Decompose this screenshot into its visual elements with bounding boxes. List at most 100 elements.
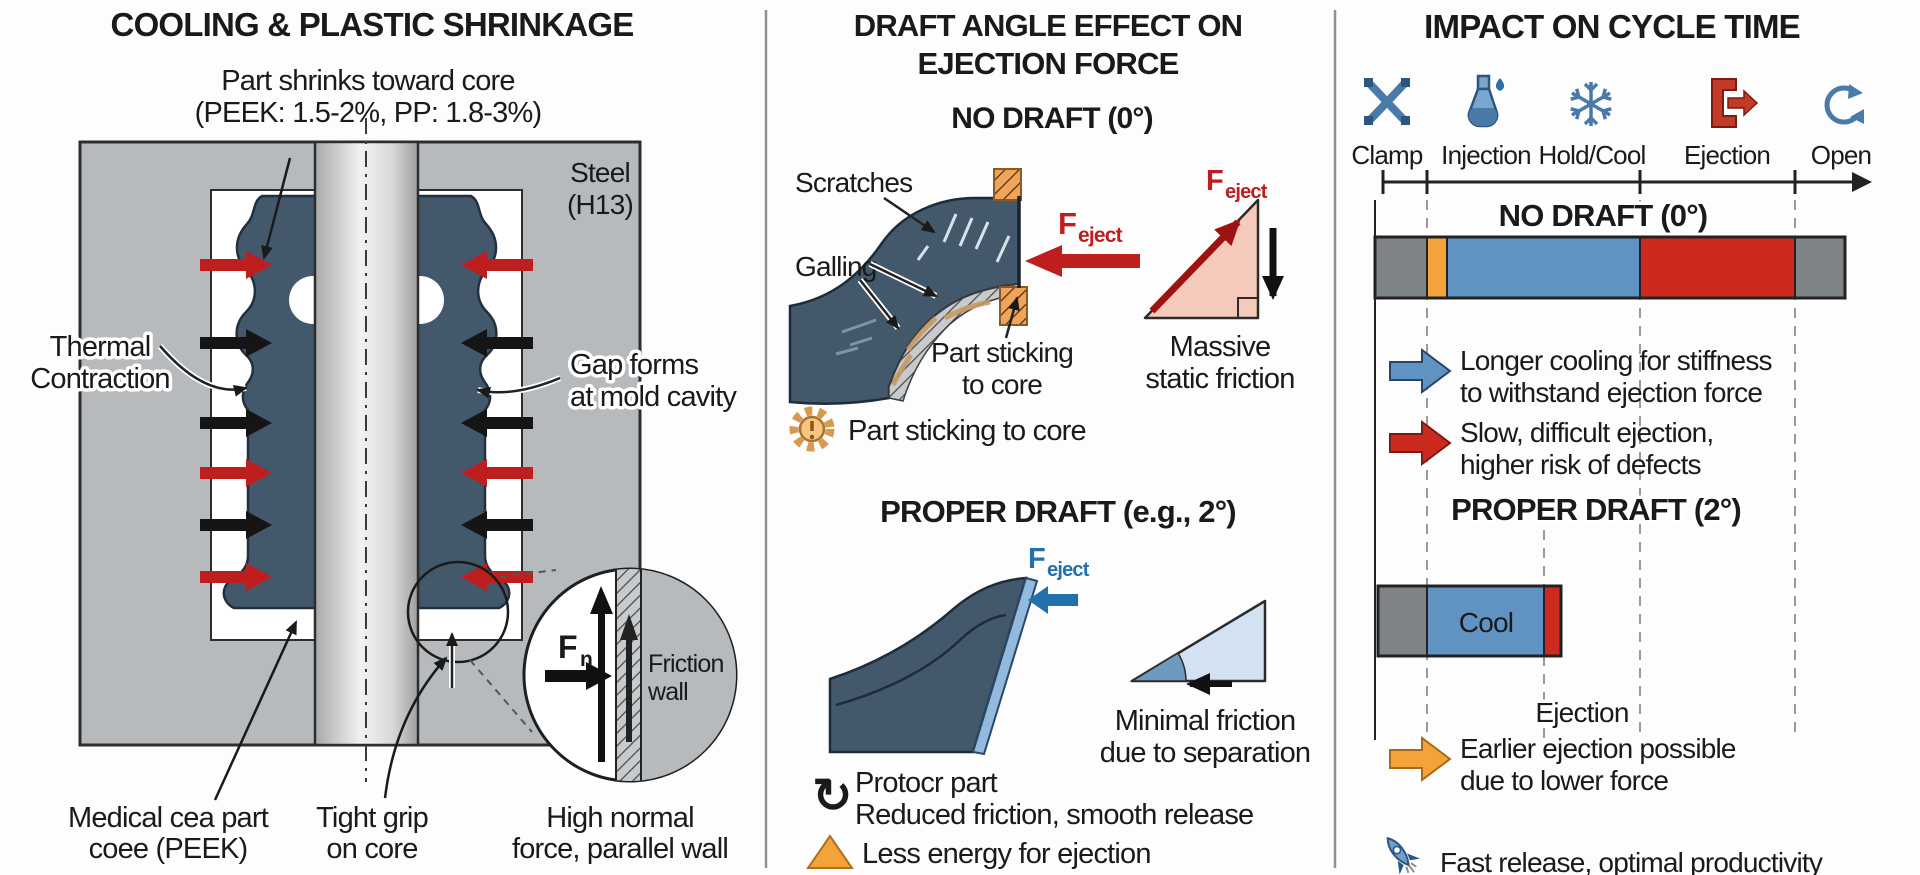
feject-arrow-red <box>1025 245 1140 277</box>
fn-label-sub: n <box>580 648 592 671</box>
bar-outline <box>1373 235 1847 300</box>
cycle-bar-no-draft <box>1373 235 1847 300</box>
friction-wall-line1: Friction <box>648 650 724 678</box>
clamp-icon <box>1364 78 1410 125</box>
panel-cooling-shrinkage: COOLING & PLASTIC SHRINKAGE Part shrinks… <box>27 6 742 865</box>
part-sticking-line2: to core <box>962 369 1042 400</box>
thermal-label-line2: Contraction <box>30 363 170 395</box>
ejection-bullet-line1: Slow, difficult ejection, <box>1460 417 1713 448</box>
massive-label-line1: Massive <box>1170 331 1271 363</box>
proper-part-inner-line <box>835 613 1007 707</box>
right-panel-title: IMPACT ON CYCLE TIME <box>1424 8 1800 45</box>
detail-link-top <box>499 569 557 578</box>
gap-label-line2: at mold cavity <box>570 381 737 413</box>
fast-release-bullet: Fast release, optimal productivity <box>1440 847 1823 875</box>
medical-label-line2: coee (PEEK) <box>89 833 248 865</box>
scratch-marks <box>916 213 1011 263</box>
high-label-line2: force, parallel wall <box>512 833 728 865</box>
massive-label-line2: static friction <box>1145 363 1294 395</box>
gap-label-line1: Gap forms <box>570 349 698 381</box>
friction-wall-line2: wall <box>647 678 688 706</box>
protect-bullet-line2: Reduced friction, smooth release <box>855 799 1253 831</box>
bar-segment-open <box>1794 236 1846 299</box>
shear-arrow-shaft <box>598 612 605 762</box>
rocket-icon <box>1386 836 1421 875</box>
steel-label-line1: Steel <box>570 157 630 188</box>
high-label-line1: High normal <box>546 802 694 834</box>
open-icon <box>1824 84 1864 125</box>
phase-label-injection: Injection <box>1441 140 1531 170</box>
part-sticking-arrow <box>1004 296 1020 339</box>
feject-blue-label: F <box>1028 543 1045 575</box>
ejection-segment-label: Ejection <box>1535 697 1628 728</box>
detail-link-bottom <box>469 659 533 733</box>
no-draft-heading: NO DRAFT (0°) <box>951 102 1153 135</box>
cool-segment-label: Cool <box>1459 607 1513 638</box>
blue-bullet-arrow <box>1389 348 1452 394</box>
fn-arrow <box>545 662 612 690</box>
feject-triangle-label: F <box>1206 165 1223 197</box>
droplet <box>1495 78 1505 91</box>
ejection-bullet-line2: higher risk of defects <box>1460 449 1701 480</box>
mold-face-block-top <box>993 168 1022 201</box>
injection-icon <box>1467 74 1505 128</box>
fn-label: F <box>558 629 577 665</box>
part-sticking-line1: Part sticking <box>931 337 1073 368</box>
left-panel-title: COOLING & PLASTIC SHRINKAGE <box>111 6 634 43</box>
gap-leader-arrow <box>476 376 561 399</box>
draft-angle-wedge <box>1129 651 1187 682</box>
recycle-icon: ↻ <box>812 770 851 823</box>
medical-label-line1: Medical cea part <box>68 802 269 834</box>
timeline-axis <box>1381 170 1872 194</box>
phase-label-ejection: Ejection <box>1684 140 1770 170</box>
hypotenuse-force-arrow <box>1149 219 1241 314</box>
earlier-bullet-line2: due to lower force <box>1460 765 1668 796</box>
caption-leader-arrow <box>261 157 292 260</box>
minimal-label-line1: Minimal friction <box>1115 705 1296 737</box>
left-caption-line1: Part shrinks toward core <box>221 65 514 97</box>
gear-warning-icon <box>789 406 835 452</box>
part-sticking-bullet: Part sticking to core <box>848 415 1086 447</box>
feject-blue-label-sub: eject <box>1047 559 1090 581</box>
feject-arrow-blue <box>1028 586 1078 614</box>
galling-arrow1 <box>869 262 938 298</box>
minimal-label-line2: due to separation <box>1100 737 1311 769</box>
bar-segment-injection <box>1426 236 1448 299</box>
tight-leader-arrow <box>383 656 448 799</box>
right-no-draft-heading: NO DRAFT (0°) <box>1499 198 1708 233</box>
cooling-bullet-line1: Longer cooling for stiffness <box>1460 345 1772 376</box>
orange-bullet-arrow <box>1389 736 1452 782</box>
red-bullet-arrow <box>1389 420 1452 466</box>
phase-label-clamp: Clamp <box>1351 140 1422 170</box>
feject-label-red-sub: eject <box>1078 224 1123 247</box>
scratches-arrow <box>883 196 936 234</box>
feject-triangle-label-sub: eject <box>1225 181 1268 203</box>
phase-label-holdcool: Hold/Cool <box>1539 140 1646 170</box>
left-caption-line2: (PEEK: 1.5-2%, PP: 1.8-3%) <box>195 97 542 129</box>
slab-streaks <box>835 318 877 356</box>
galling-arrow2 <box>859 279 900 330</box>
scratches-label: Scratches <box>795 167 912 198</box>
bar-segment-clamp <box>1377 585 1428 657</box>
steel-label-line2: (H13) <box>567 189 633 220</box>
galling-streaks <box>890 299 991 387</box>
triangle-bullet-icon <box>806 834 854 869</box>
medical-leader-arrow <box>213 620 298 801</box>
panel-cycle-time: IMPACT ON CYCLE TIME <box>1351 8 1872 875</box>
right-angle-mark <box>1237 297 1258 318</box>
protect-bullet-line1: Protocr part <box>855 767 998 799</box>
shear-arrow-head <box>590 586 613 614</box>
ejection-icon <box>1711 78 1759 128</box>
right-proper-heading: PROPER DRAFT (2°) <box>1451 492 1741 527</box>
thermal-leader-arrow <box>159 345 248 397</box>
shear-arrow2-shaft <box>626 638 632 742</box>
thermal-label-line1: Thermal <box>50 331 151 363</box>
shear-arrow2-head <box>620 614 638 640</box>
bar-segment-hold-cool <box>1446 236 1641 299</box>
galling-label: Galling <box>795 251 877 282</box>
holdcool-snowflake-icon <box>1570 82 1612 126</box>
detail-circle <box>406 560 510 664</box>
earlier-bullet-line1: Earlier ejection possible <box>1460 733 1736 764</box>
